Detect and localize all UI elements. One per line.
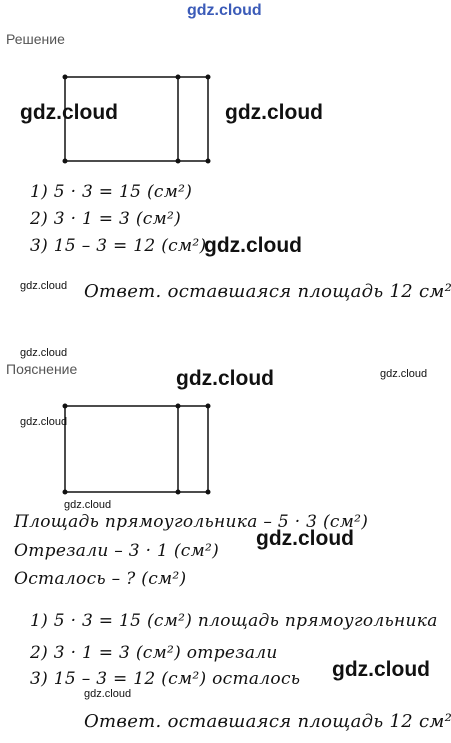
watermark: gdz.cloud	[64, 499, 112, 511]
explanation-answer: Ответ. оставшаяся площадь 12 см².	[84, 711, 451, 732]
watermark: gdz.cloud	[20, 416, 68, 428]
watermark: gdz.cloud	[84, 688, 132, 700]
solution-answer: Ответ. оставшаяся площадь 12 см².	[84, 281, 451, 302]
explanation-step-1: 1) 5 · 3 = 15 (см²) площадь прямоугольни…	[30, 611, 438, 631]
watermark: gdz.cloud	[380, 368, 428, 380]
watermark: gdz.cloud	[20, 347, 68, 359]
solution-heading: Решение	[6, 31, 65, 47]
watermark: gdz.cloud	[225, 101, 323, 124]
watermark: gdz.cloud	[20, 101, 118, 124]
solution-step-2: 2) 3 · 1 = 3 (см²)	[30, 209, 182, 229]
explanation-rectangle	[64, 405, 209, 493]
solution-step-3: 3) 15 – 3 = 12 (см²)	[30, 236, 207, 256]
solution-rectangle	[64, 76, 209, 162]
explanation-step-3: 3) 15 – 3 = 12 (см²) осталось	[30, 669, 301, 689]
watermark: gdz.cloud	[204, 234, 302, 257]
watermark: gdz.cloud	[256, 527, 354, 550]
solution-step-1: 1) 5 · 3 = 15 (см²)	[30, 182, 193, 202]
explanation-step-2: 2) 3 · 1 = 3 (см²) отрезали	[30, 643, 278, 663]
watermark: gdz.cloud	[20, 280, 68, 292]
watermark: gdz.cloud	[176, 367, 274, 390]
site-header[interactable]: gdz.cloud	[187, 2, 262, 19]
explanation-note-2: Отрезали – 3 · 1 (см²)	[14, 541, 220, 561]
explanation-note-1: Площадь прямоугольника – 5 · 3 (см²)	[14, 512, 369, 532]
explanation-note-3: Осталось – ? (см²)	[14, 569, 187, 589]
explanation-heading: Пояснение	[6, 361, 78, 377]
watermark: gdz.cloud	[332, 658, 430, 681]
